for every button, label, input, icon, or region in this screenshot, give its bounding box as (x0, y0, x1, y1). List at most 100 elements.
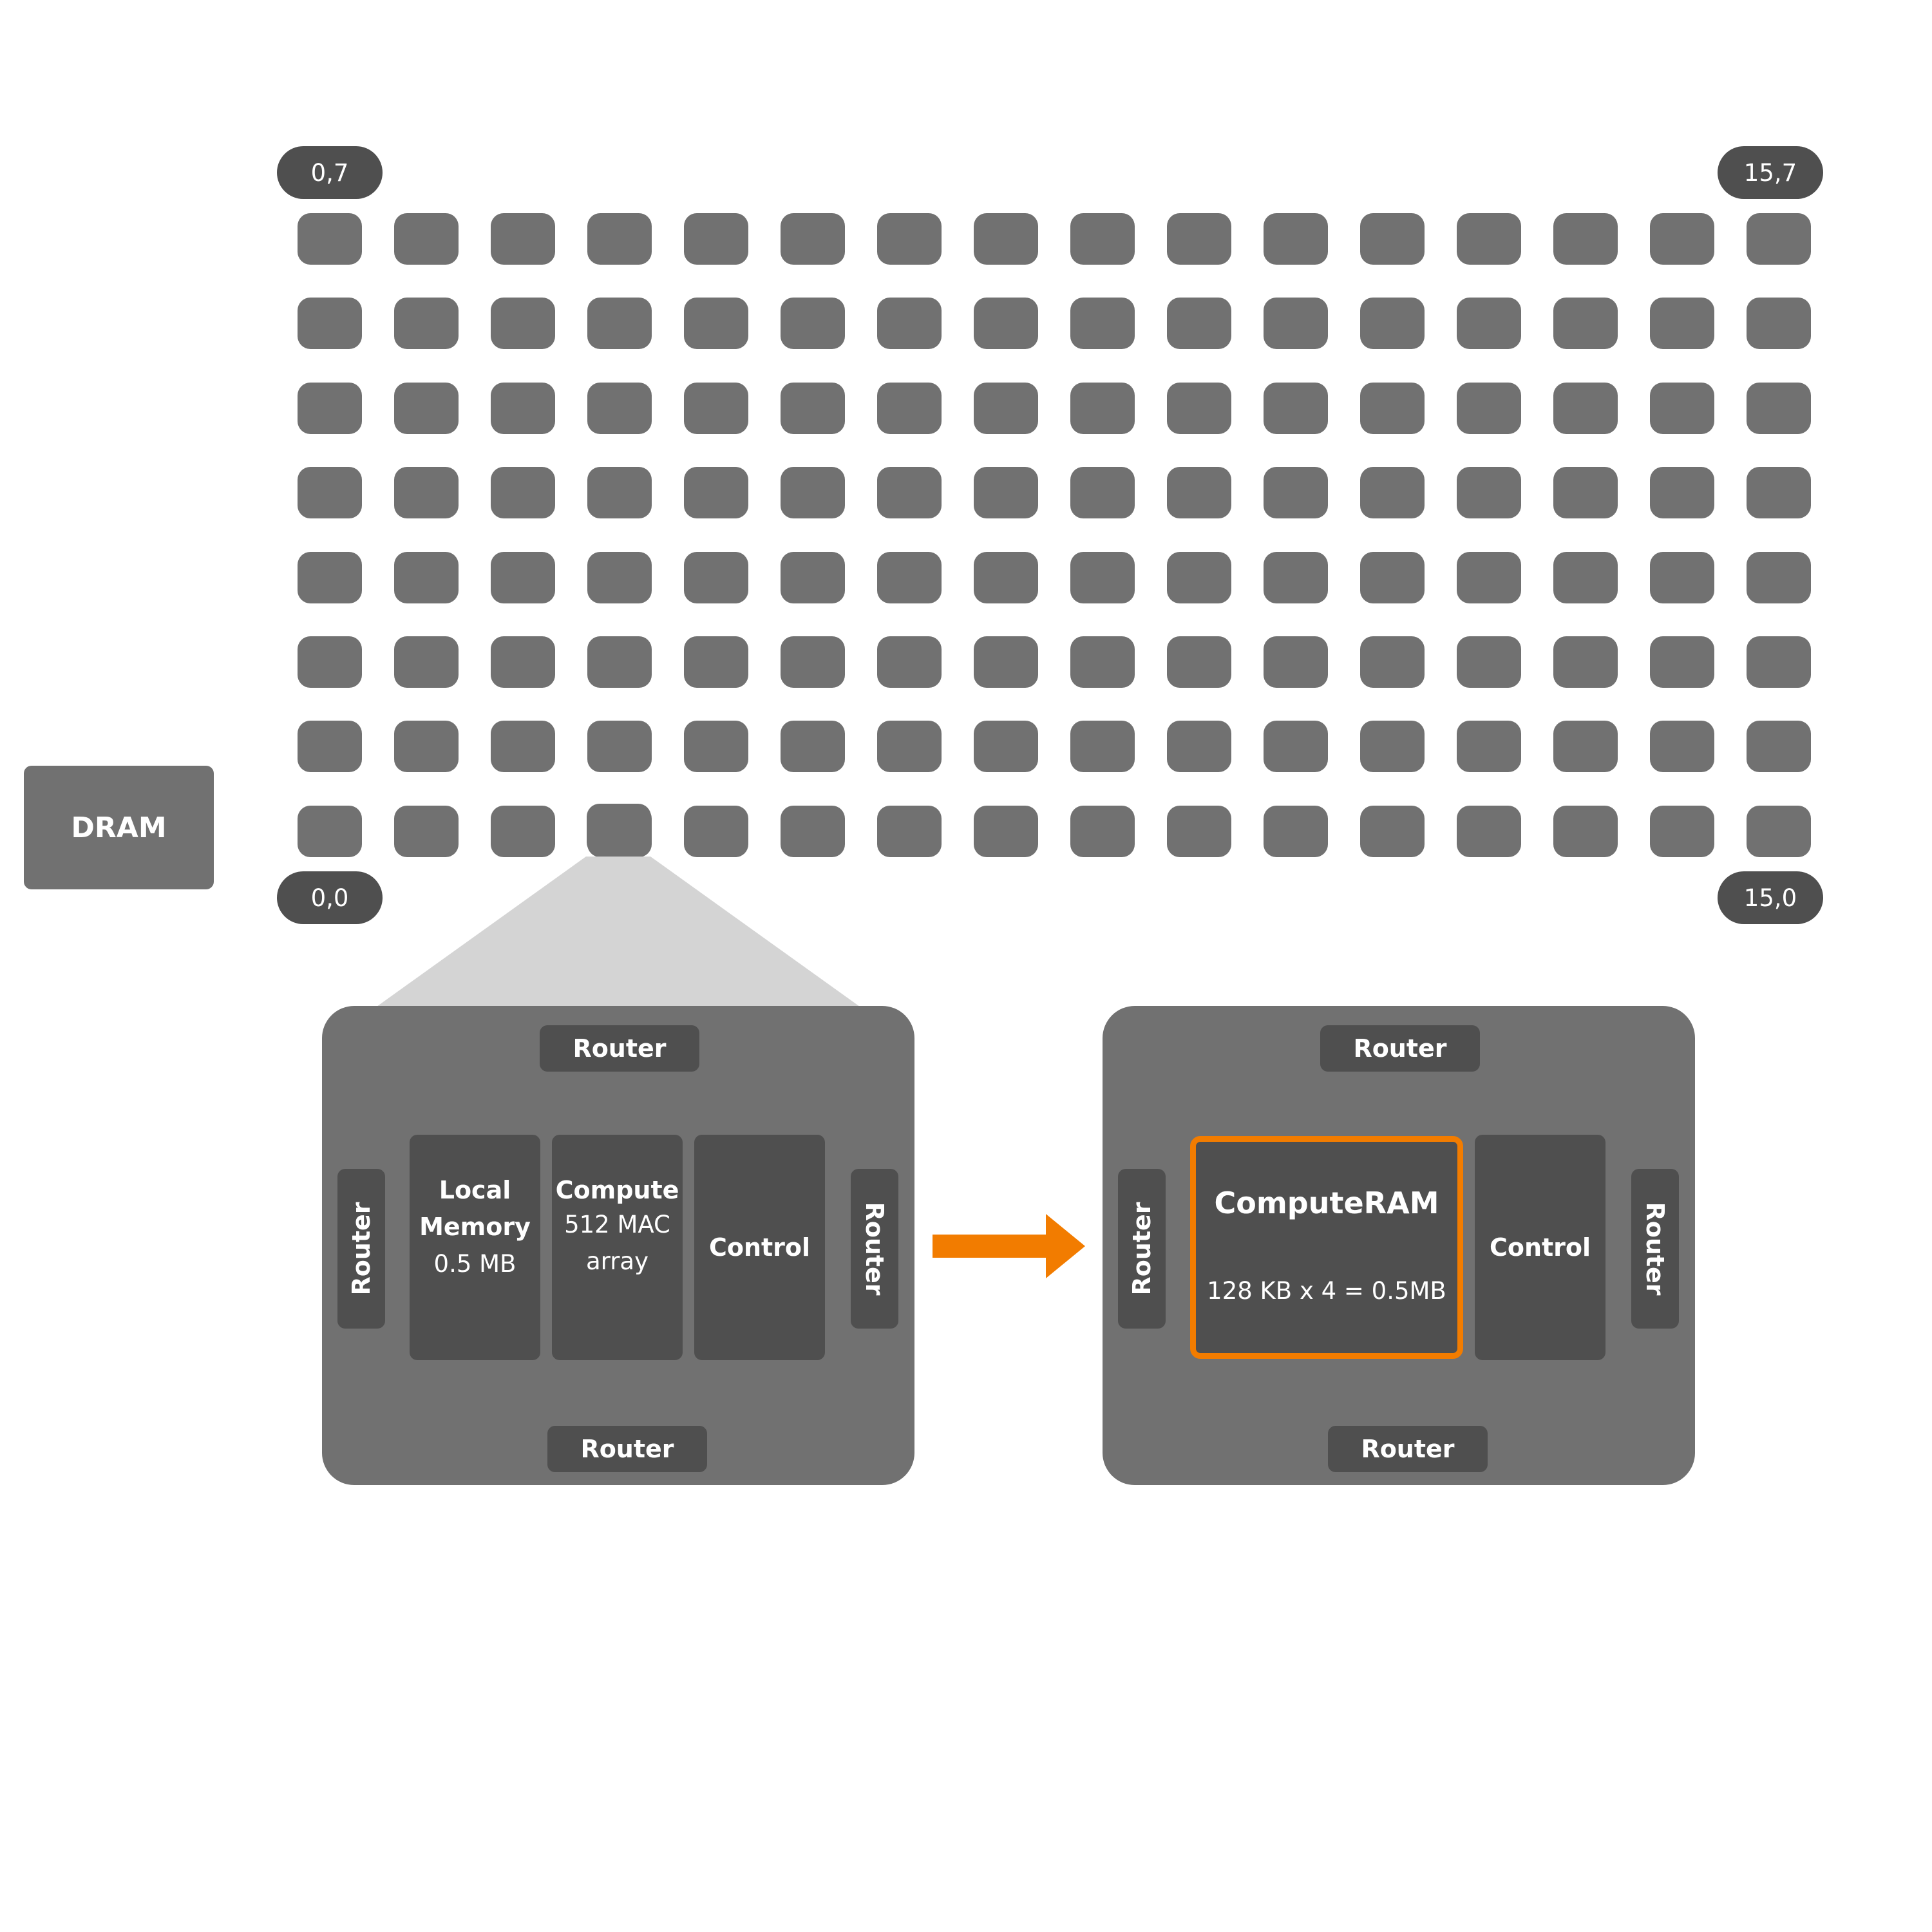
grid-tile (1360, 467, 1425, 518)
grid-tile (1747, 806, 1811, 857)
compute-line-1: 512 MAC (564, 1211, 670, 1238)
grid-tile (1167, 383, 1231, 434)
router-right-label: Router (1641, 1202, 1669, 1296)
router-left: Router (1118, 1169, 1166, 1329)
grid-tile (877, 383, 942, 434)
grid-tile (394, 298, 459, 349)
grid-tile (1264, 721, 1328, 772)
grid-tile (1747, 467, 1811, 518)
grid-tile (1747, 298, 1811, 349)
corner-label-top-left: 0,7 (277, 146, 383, 199)
grid-tile (298, 298, 362, 349)
grid-tile (1650, 721, 1714, 772)
grid-tile (781, 298, 845, 349)
grid-tile (491, 806, 555, 857)
grid-tile (684, 298, 748, 349)
control-block: Control (1475, 1135, 1605, 1360)
grid-tile (1070, 467, 1135, 518)
dram-block: DRAM (24, 766, 214, 889)
grid-tile (1553, 213, 1618, 265)
grid-tile (1457, 383, 1521, 434)
grid-tile (1167, 467, 1231, 518)
grid-tile (974, 721, 1038, 772)
grid-tile (781, 806, 845, 857)
grid-tile (1360, 213, 1425, 265)
grid-tile (1070, 383, 1135, 434)
router-bottom: Router (1328, 1426, 1488, 1472)
grid-tile (1264, 552, 1328, 603)
grid-tile (587, 298, 652, 349)
grid-tile (394, 467, 459, 518)
grid-tile (1070, 298, 1135, 349)
control-block: Control (694, 1135, 825, 1360)
grid-tile (394, 806, 459, 857)
grid-tile (781, 636, 845, 688)
grid-tile (1553, 721, 1618, 772)
grid-tile (877, 213, 942, 265)
grid-tile (974, 467, 1038, 518)
local-memory-block: Local Memory 0.5 MB (410, 1135, 540, 1360)
grid-tile (974, 213, 1038, 265)
grid-tile (1167, 213, 1231, 265)
router-top: Router (1320, 1025, 1480, 1072)
grid-tile (1360, 552, 1425, 603)
grid-tile (1650, 213, 1714, 265)
corner-label-bottom-right: 15,0 (1718, 871, 1823, 924)
grid-tile (1264, 298, 1328, 349)
grid-tile (394, 383, 459, 434)
grid-tile (587, 467, 652, 518)
grid-tile (684, 806, 748, 857)
grid-tile (781, 721, 845, 772)
grid-tile (1264, 383, 1328, 434)
grid-tile (781, 552, 845, 603)
grid-tile (1457, 636, 1521, 688)
grid-tile (298, 213, 362, 265)
grid-tile (394, 636, 459, 688)
grid-tile (587, 213, 652, 265)
grid-tile (1070, 721, 1135, 772)
grid-tile (1747, 213, 1811, 265)
grid-tile (684, 383, 748, 434)
grid-tile (1070, 636, 1135, 688)
grid-tile (298, 552, 362, 603)
grid-tile (974, 552, 1038, 603)
selected-tile (587, 804, 651, 855)
grid-tile (684, 552, 748, 603)
router-right: Router (851, 1169, 898, 1329)
grid-tile (781, 213, 845, 265)
grid-tile (877, 467, 942, 518)
grid-tile (587, 721, 652, 772)
router-right-label: Router (860, 1202, 889, 1296)
grid-tile (587, 552, 652, 603)
computeram-size: 128 KB x 4 = 0.5MB (1207, 1277, 1446, 1305)
tile-detail-before: Router Router Router Router Local Memory… (322, 1006, 914, 1485)
grid-tile (1553, 383, 1618, 434)
grid-tile (1747, 383, 1811, 434)
grid-tile (1070, 213, 1135, 265)
grid-tile (1650, 552, 1714, 603)
grid-tile (684, 636, 748, 688)
grid-tile (1747, 721, 1811, 772)
local-memory-size: 0.5 MB (433, 1250, 516, 1278)
grid-tile (1650, 806, 1714, 857)
grid-tile (1457, 298, 1521, 349)
grid-tile (394, 552, 459, 603)
corner-label-bottom-left: 0,0 (277, 871, 383, 924)
compute-title: Compute (555, 1176, 679, 1204)
grid-tile (1457, 213, 1521, 265)
router-left-label: Router (1128, 1202, 1156, 1296)
tile-detail-after: Router Router Router Router ComputeRAM 1… (1103, 1006, 1695, 1485)
grid-tile (1264, 213, 1328, 265)
grid-tile (1747, 636, 1811, 688)
grid-tile (491, 721, 555, 772)
grid-tile (877, 552, 942, 603)
router-bottom: Router (547, 1426, 707, 1472)
grid-tile (1167, 298, 1231, 349)
grid-tile (587, 383, 652, 434)
compute-line-2: array (585, 1247, 649, 1275)
grid-tile (1167, 636, 1231, 688)
router-left-label: Router (347, 1202, 375, 1296)
grid-tile (1457, 467, 1521, 518)
dram-label: DRAM (71, 811, 167, 844)
grid-tile (1457, 721, 1521, 772)
